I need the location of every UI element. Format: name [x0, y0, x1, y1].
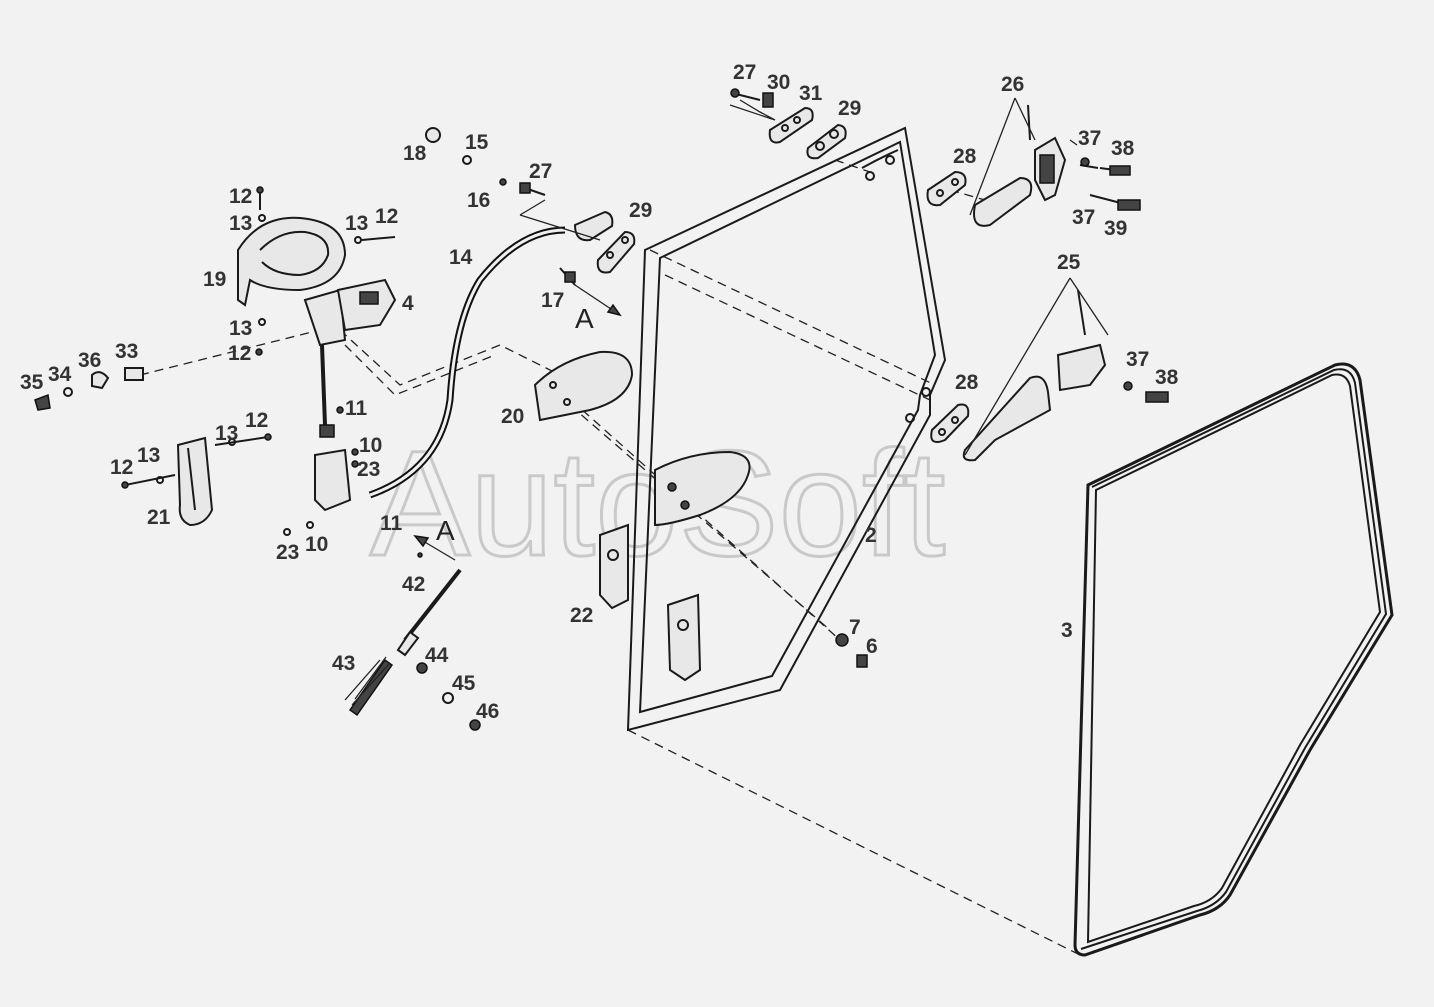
- callout-label: 26: [1001, 73, 1024, 96]
- callout-label: 35: [20, 371, 44, 394]
- callout-label: 13: [229, 212, 252, 235]
- callout-label: 42: [402, 573, 425, 596]
- callout-label: 44: [425, 644, 449, 667]
- callout-label: 37: [1078, 127, 1101, 150]
- gas-spring: [344, 552, 481, 731]
- callout-label: 27: [733, 61, 756, 84]
- callout-label: 23: [357, 458, 380, 481]
- callout-label: 38: [1155, 366, 1179, 389]
- callout-label: 38: [1111, 137, 1135, 160]
- upper-hinge-plates: [729, 88, 847, 160]
- callout-label: 39: [1104, 217, 1127, 240]
- top-fasteners: [425, 127, 601, 286]
- callout-label: 23: [276, 541, 299, 564]
- callout-label: 13: [215, 422, 238, 445]
- callout-label: 12: [110, 456, 133, 479]
- lock-cylinder: [34, 367, 144, 411]
- callout-label: 29: [629, 199, 652, 222]
- trim-pieces: [533, 350, 868, 682]
- callout-label: 7: [849, 616, 861, 639]
- callout-label: 12: [375, 205, 398, 228]
- callout-label: 13: [229, 317, 252, 340]
- callout-label: 10: [305, 533, 328, 556]
- callout-label: 12: [228, 342, 251, 365]
- callout-label: 34: [48, 363, 72, 386]
- lower-hinge: [930, 277, 1169, 462]
- upper-hinge: [926, 97, 1141, 227]
- door-frame: [626, 126, 947, 732]
- callout-label: 19: [203, 268, 226, 291]
- control-cable: [368, 210, 636, 499]
- callout-label: 12: [229, 185, 252, 208]
- callout-label: 29: [838, 97, 861, 120]
- callout-label: 13: [137, 444, 160, 467]
- callout-label: 36: [78, 349, 101, 372]
- callout-label: 18: [403, 142, 427, 165]
- callout-label: 43: [332, 652, 355, 675]
- callout-label: 6: [866, 635, 878, 658]
- door-seal: [1073, 362, 1394, 957]
- callout-label: 31: [799, 82, 823, 105]
- callout-label: 20: [501, 405, 524, 428]
- callout-label: 37: [1126, 348, 1149, 371]
- view-arrows: A A: [413, 284, 622, 561]
- callout-label: 11: [380, 512, 403, 535]
- callout-label: 11: [345, 397, 368, 420]
- callout-label: 28: [955, 371, 979, 394]
- handle-fasteners: [255, 186, 396, 536]
- callouts: 2 3 4 6 7 10 10 11 11 12 12 12 12 12 13 …: [20, 61, 1179, 723]
- callout-label: 12: [245, 409, 268, 432]
- view-marker-label: A: [436, 515, 455, 546]
- callout-label: 13: [345, 212, 368, 235]
- callout-label: 3: [1061, 619, 1073, 642]
- callout-label: 33: [115, 340, 138, 363]
- callout-label: 22: [570, 604, 593, 627]
- callout-label: 10: [359, 434, 382, 457]
- view-marker-label: A: [575, 303, 594, 334]
- callout-label: 25: [1057, 251, 1081, 274]
- callout-label: 17: [541, 289, 564, 312]
- pull-handle: [121, 433, 272, 527]
- callout-label: 37: [1072, 206, 1095, 229]
- callout-label: 28: [953, 145, 977, 168]
- callout-label: 45: [452, 672, 476, 695]
- callout-label: 21: [147, 506, 171, 529]
- callout-label: 46: [476, 700, 499, 723]
- callout-label: 16: [467, 189, 490, 212]
- callout-label: 15: [465, 131, 489, 154]
- callout-label: 30: [767, 71, 790, 94]
- inner-handle-assembly: [237, 216, 397, 512]
- callout-label: 27: [529, 160, 552, 183]
- callout-label: 4: [402, 292, 414, 315]
- callout-label: 14: [449, 246, 473, 269]
- callout-label: 2: [865, 524, 877, 547]
